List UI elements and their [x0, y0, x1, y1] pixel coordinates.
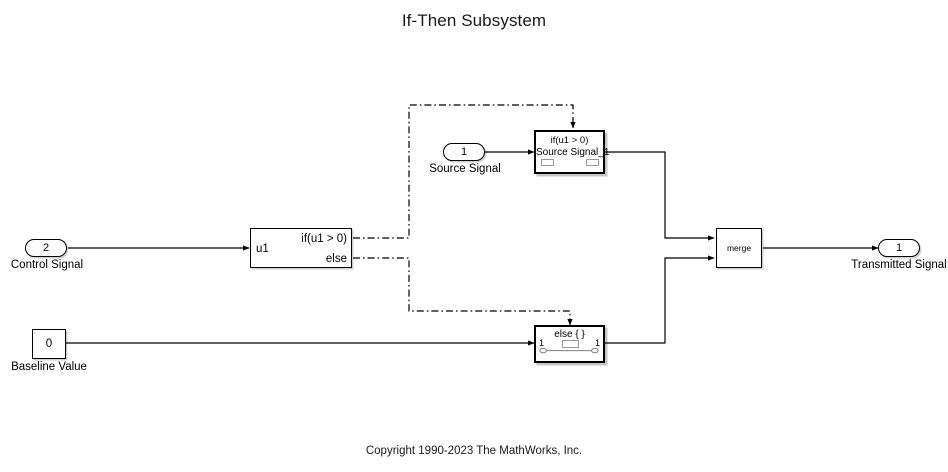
wire-if-subsystem-to-merge [605, 151, 715, 241]
control-line-if [353, 104, 576, 239]
inport-source-signal[interactable]: 1 [443, 143, 485, 161]
constant-baseline-value[interactable]: 0 [32, 329, 66, 359]
inport-control-signal-label: Control Signal [10, 259, 84, 271]
subsystem-else-in-port-number: 1 [539, 338, 545, 348]
inport-source-signal-label: Source Signal [429, 163, 501, 175]
constant-baseline-value-text: 0 [45, 338, 53, 350]
subsystem-if-inner-port-left [541, 159, 554, 166]
subsystem-else[interactable]: else { } 1 1 [534, 325, 605, 363]
wire-else-subsystem-to-merge [605, 255, 715, 344]
control-line-else [353, 257, 573, 326]
subsystem-else-out-port-number: 1 [594, 338, 600, 348]
merge-block[interactable]: merge [716, 228, 762, 268]
subsystem-else-inner-block [562, 340, 579, 348]
inport-control-signal[interactable]: 2 [25, 239, 67, 257]
subsystem-if-name-label: Source Signal_1 [536, 147, 610, 158]
merge-block-label: merge [726, 243, 752, 253]
subsystem-if-inner-port-right [586, 159, 599, 166]
subsystem-else-inner-wire [539, 347, 599, 354]
subsystem-if-condition-label: if(u1 > 0) [550, 135, 589, 146]
outport-transmitted-signal-label: Transmitted Signal [851, 259, 947, 271]
outport-transmitted-signal[interactable]: 1 [878, 239, 920, 257]
if-block[interactable]: u1 if(u1 > 0) else [250, 228, 352, 268]
if-block-output-else-label: else [325, 253, 347, 265]
outport-transmitted-signal-number: 1 [895, 241, 903, 254]
if-block-output-if-label: if(u1 > 0) [301, 233, 347, 245]
if-block-input-label: u1 [256, 243, 269, 255]
inport-source-signal-number: 1 [460, 145, 468, 158]
subsystem-else-condition-label: else { } [554, 329, 585, 340]
inport-control-signal-number: 2 [42, 241, 50, 254]
copyright-footer: Copyright 1990-2023 The MathWorks, Inc. [365, 445, 583, 457]
constant-baseline-value-label: Baseline Value [11, 361, 87, 373]
subsystem-if-source-signal-1[interactable]: if(u1 > 0) Source Signal_1 [534, 130, 610, 174]
page-title: If-Then Subsystem [401, 11, 547, 30]
